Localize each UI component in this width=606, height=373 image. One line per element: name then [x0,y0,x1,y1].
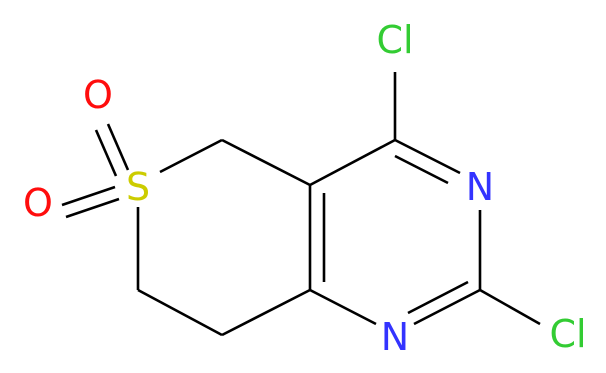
bond-c2-n1 [413,288,481,326]
bond-layer [61,72,541,337]
bond-c2-n1-inner [407,280,469,315]
bond-s-o-top-inner [94,129,118,177]
atom-s: S [126,165,150,209]
bond-c4a-c4 [309,138,396,187]
bond-s-o-left-inner [65,197,120,219]
bond-s-o-top [106,123,130,171]
bond-c2-cl [479,288,541,326]
bond-c8-c8a [221,288,311,337]
atom-cl-top: Cl [376,18,413,62]
atom-n-lower: N [381,315,409,359]
bond-c4-n3-inner [394,154,449,185]
bond-n1-c8a [309,288,377,326]
atom-cl-right: Cl [549,312,586,356]
atom-n-upper: N [466,165,494,209]
bond-c4a-c5 [221,138,311,187]
atom-o-left: O [23,181,53,225]
bond-c5-s [159,138,223,174]
atom-label-layer: Cl Cl N N S O O [23,18,587,359]
bond-c7-c8 [137,288,223,337]
bond-c4-n3 [394,138,461,175]
bond-s-o-left [61,185,116,207]
atom-o-top: O [83,73,113,117]
